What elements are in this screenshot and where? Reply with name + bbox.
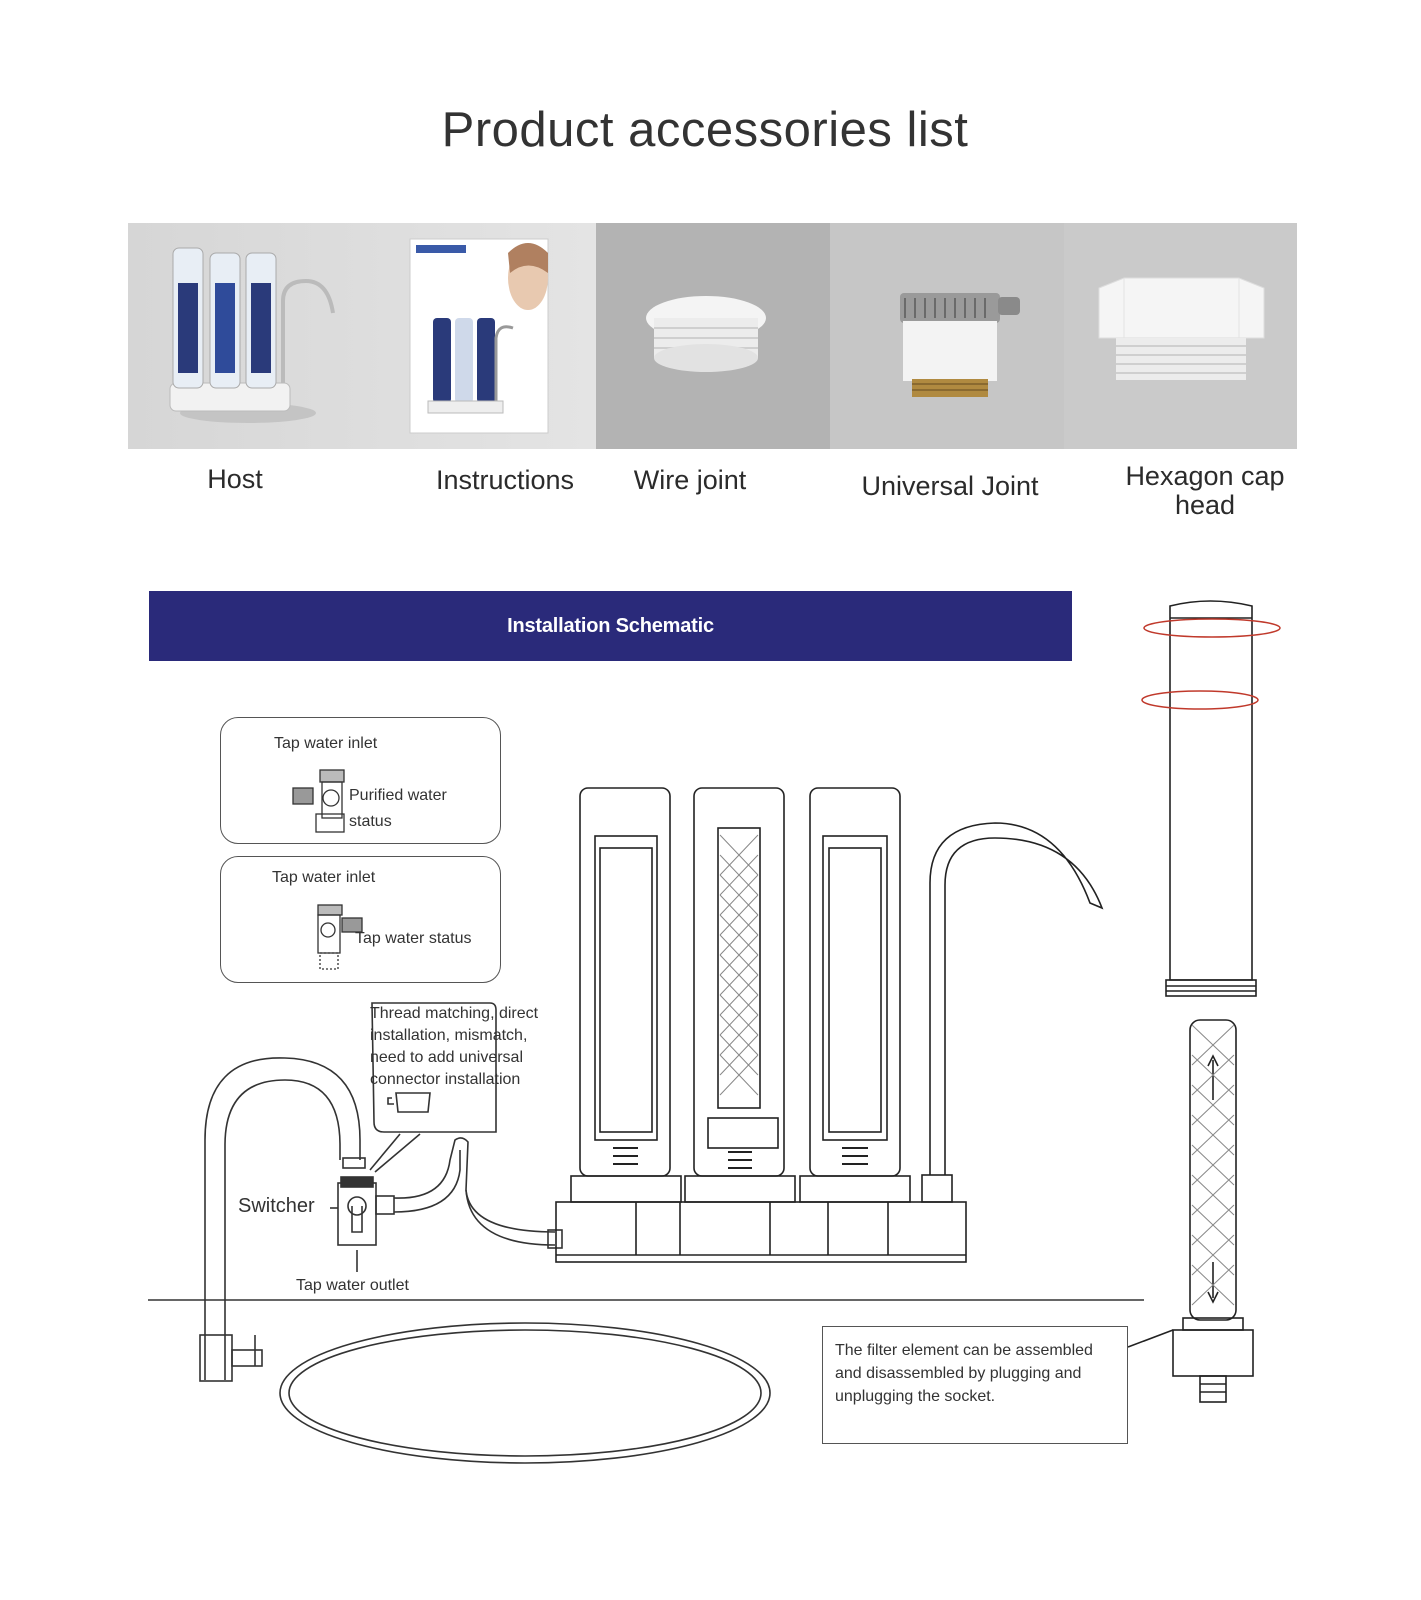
universal-joint-photo [830, 223, 1064, 449]
box2-status-label: Tap water status [355, 930, 472, 947]
switcher-label: Switcher [238, 1195, 315, 1217]
tap-water-mode-box [220, 856, 501, 983]
box1-status-label-line1: Purified water [349, 787, 447, 804]
hexagon-cap-head-illustration [1064, 223, 1297, 449]
page-title: Product accessories list [441, 103, 969, 157]
tap-spout-outer [204, 1057, 361, 1380]
filter-element-note: The filter element can be assembled and … [822, 1326, 1128, 1444]
purified-water-mode-box [220, 717, 501, 844]
thread-matching-note: Thread matching, direct installation, mi… [370, 1005, 539, 1088]
host-photo-illustration [128, 223, 596, 449]
box1-status-label-line2: status [349, 813, 392, 830]
caption-hexagon-cap-head: Hexagon cap head [1125, 461, 1285, 520]
filter-host-drawing [555, 787, 1104, 1263]
caption-universal-joint: Universal Joint [861, 471, 1039, 501]
wire-joint-illustration [596, 223, 830, 449]
caption-host: Host [207, 464, 263, 494]
tap-spout-inner [224, 1079, 341, 1380]
tap-water-outlet-label: Tap water outlet [296, 1277, 409, 1294]
universal-joint-illustration [830, 223, 1064, 449]
installation-schematic-banner: Installation Schematic [149, 591, 1072, 661]
cartridge-mesh [1191, 1024, 1235, 1306]
switcher-body [337, 1182, 377, 1246]
sink-outer [279, 1322, 771, 1464]
tap-handle [231, 1349, 263, 1367]
box2-inlet-label: Tap water inlet [272, 869, 376, 886]
caption-wire-joint: Wire joint [633, 465, 747, 495]
caption-instructions: Instructions [435, 465, 575, 495]
cartridge-exploded-drawing [1127, 600, 1257, 1403]
accessories-photo-strip [128, 223, 1297, 449]
hexagon-cap-head-photo [1064, 223, 1297, 449]
host-and-instructions-photo [128, 223, 596, 449]
valve-icons [292, 769, 363, 970]
box1-inlet-label: Tap water inlet [274, 735, 378, 752]
wire-joint-photo [596, 223, 830, 449]
rotation-arrows [1141, 618, 1281, 710]
sink-inner [288, 1329, 762, 1457]
tap-nozzle [342, 1157, 366, 1169]
